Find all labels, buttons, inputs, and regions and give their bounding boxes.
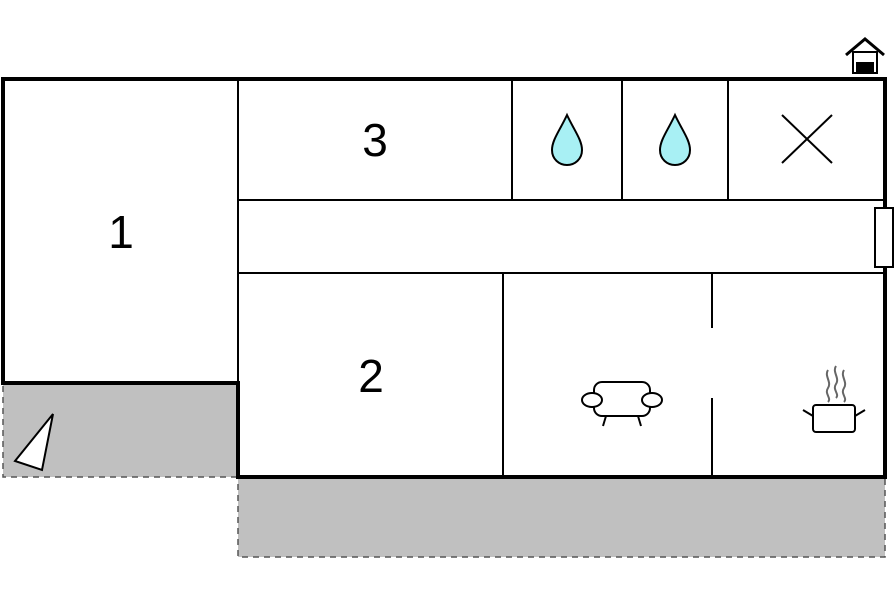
cooking-pot-icon (802, 365, 866, 433)
room-1-label: 1 (108, 206, 134, 258)
water-drop-icon (550, 112, 584, 167)
water-drop-icon (658, 112, 692, 167)
sofa-icon (581, 381, 663, 427)
room-2-label: 2 (358, 350, 384, 402)
entrance-door (874, 207, 894, 268)
cross-icon (781, 114, 833, 164)
compass-triangle-icon (13, 413, 54, 472)
room-3-label: 3 (362, 114, 388, 166)
terrace-bottom (237, 476, 886, 558)
interior-walls (237, 79, 885, 477)
house-entrance-icon (845, 37, 885, 74)
